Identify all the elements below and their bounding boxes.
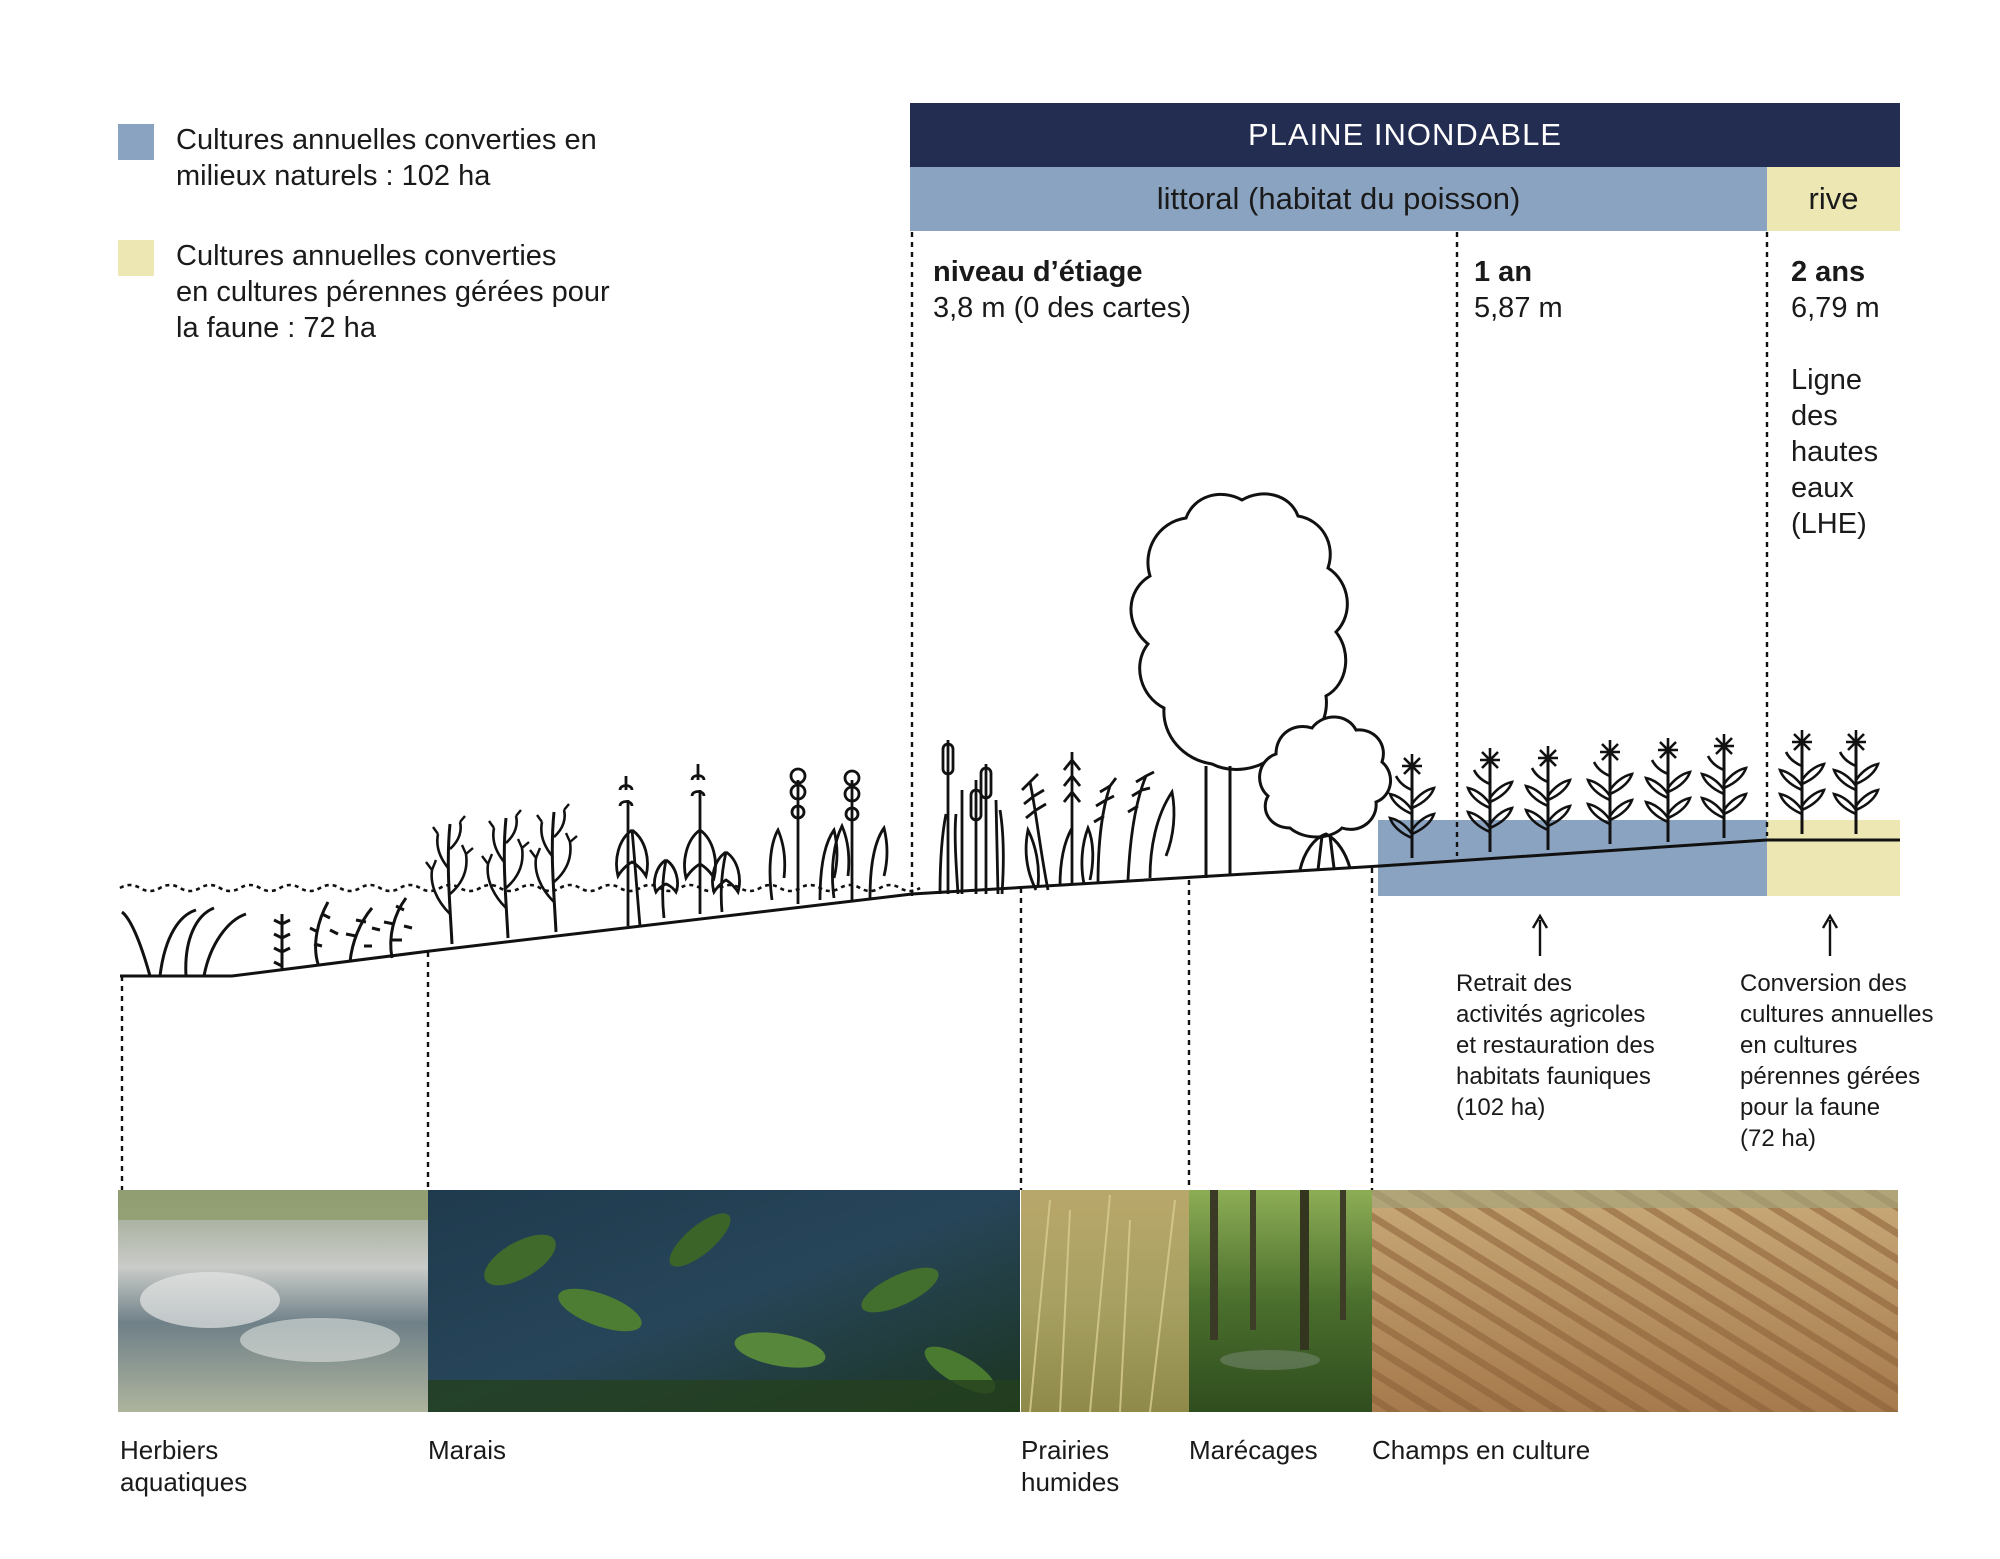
- caption-marais: Marais: [428, 1435, 507, 1465]
- lhe-label: Ligne des hautes eaux (LHE): [1791, 364, 1879, 540]
- photo-dividers: [120, 868, 1374, 1190]
- photo-marais: [428, 1190, 1020, 1412]
- zone-1an-value: 5,87 m: [1474, 292, 1563, 324]
- band-littoral: littoral (habitat du poisson): [910, 167, 1767, 231]
- zone-dividers: [910, 232, 1769, 896]
- area-perennial-conversion: [1767, 820, 1900, 896]
- zone-etiage: niveau d’étiage 3,8 m (0 des cartes): [933, 254, 1191, 326]
- photo-marecages: [1189, 1190, 1372, 1412]
- zone-2ans-title: 2 ans: [1791, 256, 1866, 288]
- wave-line: [119, 883, 921, 893]
- zone-2ans: 2 ans 6,79 m: [1791, 254, 1880, 326]
- tree-icon: [1129, 492, 1349, 878]
- submerged-plants-icon: [120, 897, 413, 977]
- photo-herbiers-aquatiques: [118, 1190, 428, 1412]
- legend-label-natural: Cultures annuelles converties en milieux…: [176, 124, 597, 192]
- marsh-plants: [424, 802, 579, 946]
- zone-2ans-value: 6,79 m: [1791, 292, 1880, 324]
- area-natural-conversion: [1378, 820, 1767, 896]
- legend-swatch-perennial: [118, 240, 154, 276]
- band-littoral-label: littoral (habitat du poisson): [1156, 181, 1521, 216]
- caption-champs: Champs en culture: [1372, 1435, 1591, 1465]
- band-plaine-inondable: PLAINE INONDABLE: [910, 103, 1900, 167]
- note-conversion: Conversion des cultures annuelles en cul…: [1740, 970, 1934, 1152]
- note-retrait: Retrait des activités agricoles et resta…: [1456, 970, 1655, 1121]
- caption-marecages: Marécages: [1189, 1435, 1318, 1465]
- legend-label-perennial: Cultures annuelles converties en culture…: [176, 240, 610, 344]
- band-rive-label: rive: [1808, 181, 1859, 216]
- zone-1an-title: 1 an: [1474, 256, 1533, 288]
- zone-1an: 1 an 5,87 m: [1474, 254, 1563, 326]
- caption-prairies: Prairies humides: [1021, 1435, 1120, 1497]
- legend-swatch-natural: [118, 124, 154, 160]
- caption-herbiers: Herbiers aquatiques: [120, 1435, 248, 1497]
- ground-profile: [120, 838, 1900, 978]
- cattail-icon: [938, 740, 1005, 895]
- photo-champs-en-culture: [1372, 1190, 1898, 1412]
- zone-etiage-title: niveau d’étiage: [933, 256, 1143, 288]
- shrub-icon: [1258, 715, 1392, 871]
- prairie-grass-icon: [1021, 752, 1176, 891]
- band-plaine-inondable-label: PLAINE INONDABLE: [1247, 117, 1563, 152]
- photo-prairies-humides: [1021, 1190, 1189, 1413]
- arrowhead-plants-icon: [615, 764, 889, 927]
- band-rive: rive: [1767, 167, 1900, 231]
- zone-etiage-value: 3,8 m (0 des cartes): [933, 292, 1191, 324]
- arrow-up-icon: [1531, 914, 1839, 958]
